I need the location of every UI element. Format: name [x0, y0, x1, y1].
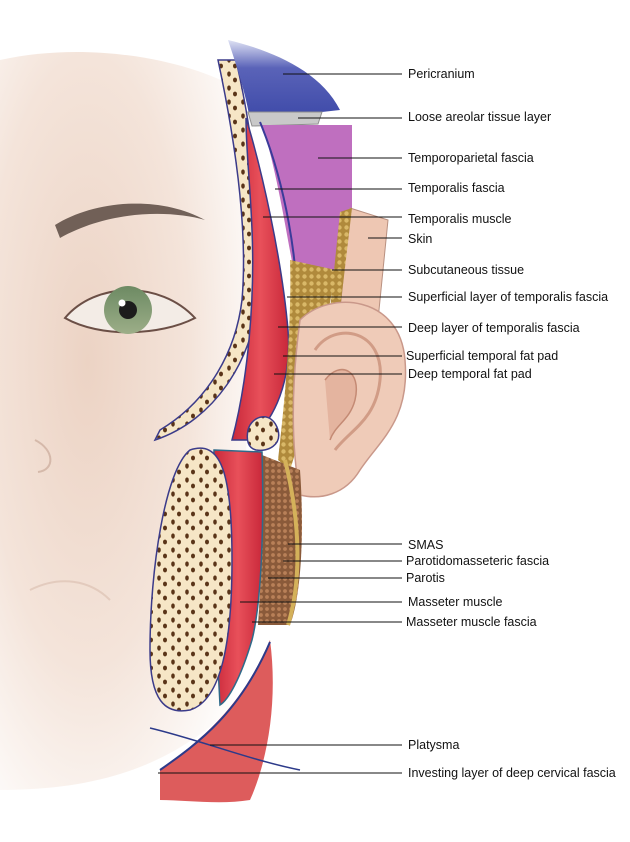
label-parotidomasseteric-fascia: Parotidomasseteric fascia [406, 554, 550, 568]
label-superficial-temporalis-fascia: Superficial layer of temporalis fascia [408, 290, 609, 304]
label-pericranium: Pericranium [408, 67, 475, 81]
label-superficial-fat-pad: Superficial temporal fat pad [406, 349, 559, 363]
label-temporalis-muscle: Temporalis muscle [408, 212, 512, 226]
label-loose-areolar: Loose areolar tissue layer [408, 110, 552, 124]
label-parotis: Parotis [406, 571, 445, 585]
subcutaneous-region [330, 208, 352, 310]
pericranium-region [228, 40, 340, 120]
loose-areolar-region [247, 111, 323, 127]
smas-layer [283, 459, 300, 626]
label-temporoparietal-fascia: Temporoparietal fascia [408, 151, 534, 165]
label-subcutaneous-tissue: Subcutaneous tissue [408, 263, 525, 277]
zygomatic-bone [246, 416, 280, 452]
label-masseter-muscle: Masseter muscle [408, 595, 503, 609]
label-temporalis-fascia: Temporalis fascia [408, 181, 505, 195]
platysma-region [160, 640, 273, 803]
label-masseter-fascia: Masseter muscle fascia [406, 615, 537, 629]
label-smas: SMAS [408, 538, 444, 552]
temporoparietal-region [262, 125, 352, 300]
eyebrow [55, 203, 205, 238]
label-investing-layer: Investing layer of deep cervical fascia [408, 766, 616, 780]
label-deep-fat-pad: Deep temporal fat pad [408, 367, 532, 381]
label-platysma: Platysma [408, 738, 460, 752]
label-skin: Skin [408, 232, 433, 246]
leader-lines [158, 73, 402, 774]
mandible-bone [149, 447, 233, 712]
label-deep-temporalis-fascia: Deep layer of temporalis fascia [408, 321, 580, 335]
